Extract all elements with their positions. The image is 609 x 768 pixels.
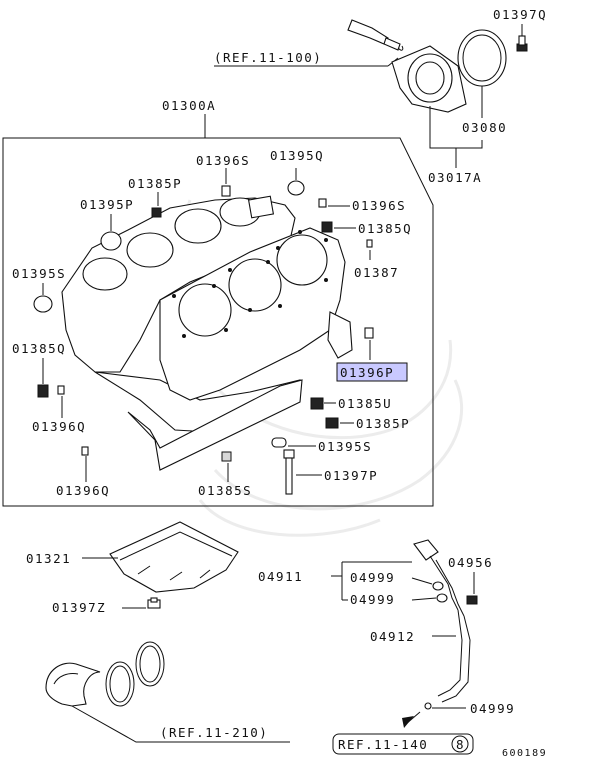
diagram-id: 600189: [502, 748, 547, 759]
label-01385P-right[interactable]: 01385P: [356, 416, 410, 431]
thrust-bearings: [45, 641, 165, 707]
label-01396Q-bottom[interactable]: 01396Q: [56, 483, 110, 498]
label-01385U[interactable]: 01385U: [338, 396, 392, 411]
pin-01396Q-bottom: [81, 446, 89, 456]
plug-01385Q-right: [321, 221, 333, 233]
engine-block-frame: [2, 137, 434, 507]
label-01396P[interactable]: 01396P: [340, 365, 394, 380]
label-01300A[interactable]: 01300A: [162, 98, 216, 113]
label-01395Q[interactable]: 01395Q: [270, 148, 324, 163]
label-01397Q[interactable]: 01397Q: [493, 7, 547, 22]
label-04999-a[interactable]: 04999: [350, 570, 395, 585]
plug-01385P-right: [325, 417, 339, 429]
oil-seal-03080: [457, 29, 507, 87]
label-04999-c[interactable]: 04999: [470, 701, 515, 716]
label-04912[interactable]: 04912: [370, 629, 415, 644]
plug-01385P: [151, 207, 162, 218]
pin-01396Q-left: [57, 385, 65, 395]
label-03080[interactable]: 03080: [462, 120, 507, 135]
bolt-01397Z: [147, 597, 161, 609]
plug-01395S-left: [33, 295, 53, 313]
label-01395S-bottom[interactable]: 01395S: [318, 439, 372, 454]
plug-01385U: [310, 397, 324, 410]
oil-level-gauge: [413, 539, 471, 710]
label-ref-11-100[interactable]: (REF.11-100): [214, 50, 322, 65]
bolt-04956: [466, 595, 478, 605]
label-04956[interactable]: 04956: [448, 555, 493, 570]
label-01385Q-left[interactable]: 01385Q: [12, 341, 66, 356]
bolt-01397Q: [516, 35, 528, 52]
pin-01387: [366, 239, 373, 248]
label-ref-11-140[interactable]: REF.11-140: [338, 737, 428, 752]
label-ref-11-140-index: 8: [456, 737, 465, 752]
label-01396S-right[interactable]: 01396S: [352, 198, 406, 213]
label-01385P[interactable]: 01385P: [128, 176, 182, 191]
plug-01385Q-left: [37, 384, 49, 398]
label-01396Q-left[interactable]: 01396Q: [32, 419, 86, 434]
arrow-icon: [402, 711, 421, 728]
label-01321[interactable]: 01321: [26, 551, 71, 566]
plug-01395S-bottom: [271, 437, 287, 448]
plug-01395Q: [287, 180, 305, 196]
label-03017A[interactable]: 03017A: [428, 170, 482, 185]
sealant-tube: [347, 19, 404, 51]
label-01397P[interactable]: 01397P: [324, 468, 378, 483]
ref-11-140-box[interactable]: [332, 733, 474, 755]
label-ref-11-210[interactable]: (REF.11-210): [160, 725, 268, 740]
baffle-plate-01321: [109, 521, 239, 593]
bolt-01397P: [283, 449, 295, 495]
label-04999-b[interactable]: 04999: [350, 592, 395, 607]
leader-lines-gauge: [331, 561, 475, 709]
pin-01396S-top: [221, 185, 231, 197]
pin-01396S-right: [318, 198, 327, 208]
label-01395S-left[interactable]: 01395S: [12, 266, 66, 281]
ref-11-140-index-circle: [451, 735, 469, 753]
leader-ref-11-210: [71, 705, 290, 743]
plug-01385S: [221, 451, 232, 462]
label-01387[interactable]: 01387: [354, 265, 399, 280]
plug-01395P: [100, 231, 122, 251]
label-01395P[interactable]: 01395P: [80, 197, 134, 212]
label-04911[interactable]: 04911: [258, 569, 303, 584]
leader-lines-block: [42, 168, 371, 482]
pin-01396P: [364, 327, 374, 339]
oil-seal-case-03017A: [391, 45, 467, 113]
label-01385S[interactable]: 01385S: [198, 483, 252, 498]
label-01385Q-right[interactable]: 01385Q: [358, 221, 412, 236]
label-01397Z[interactable]: 01397Z: [52, 600, 106, 615]
label-01396S-top[interactable]: 01396S: [196, 153, 250, 168]
highlight-box-01396P: [336, 362, 408, 382]
